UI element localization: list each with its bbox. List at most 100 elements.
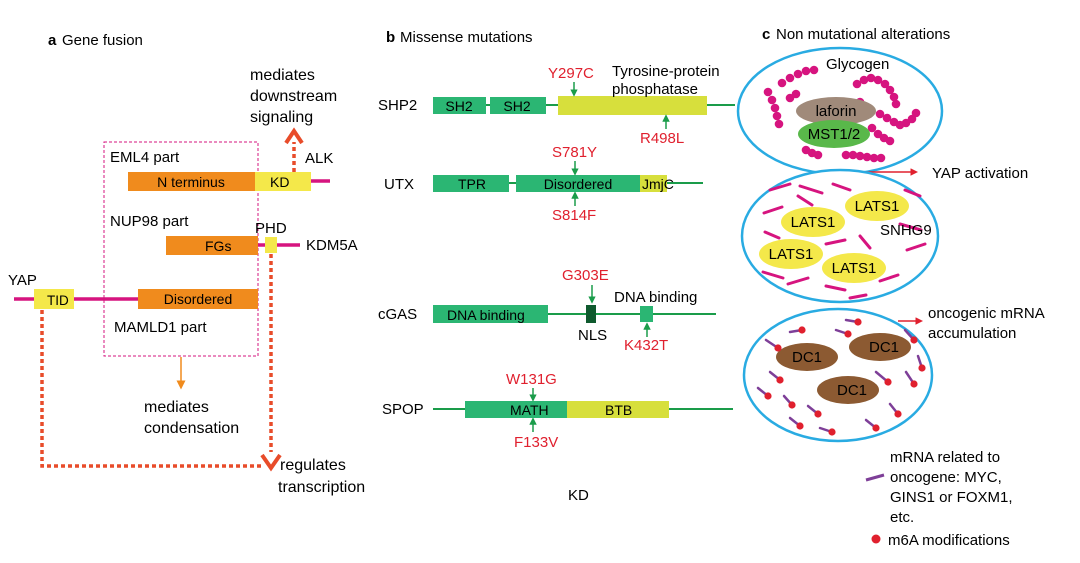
dc1-label-3: DC1 [837, 382, 867, 399]
glycogen-bead [852, 79, 862, 89]
utx-label: UTX [384, 176, 414, 193]
glycogen-bead [891, 99, 901, 109]
cgas-mut-bottom: K432T [624, 337, 668, 354]
legend-m6a-swatch [871, 534, 881, 544]
legend-mrna-line1: mRNA related to [890, 449, 1000, 466]
glycogen-bead [774, 119, 784, 129]
disordered-box-a [138, 289, 258, 309]
m6a-dot [884, 378, 892, 386]
snhg9-strand [903, 188, 922, 198]
utx-disordered-box [516, 175, 640, 192]
shp2-mut-bottom: R498L [640, 130, 684, 147]
mamld1-label: MAMLD1 part [114, 319, 207, 336]
glycogen-label: Glycogen [826, 56, 889, 73]
snhg9-strand [762, 205, 784, 215]
oncogenic-line2: accumulation [928, 325, 1016, 342]
glycogen-bead [793, 69, 803, 79]
mst-ellipse [798, 120, 870, 148]
shp2-ptp-line1: Tyrosine-protein [612, 63, 720, 80]
cgas-mut-top: G303E [562, 267, 609, 284]
lats-ellipse-3 [759, 239, 823, 269]
utx-disordered-label: Disordered [544, 176, 612, 192]
glycogen-bead [841, 150, 851, 160]
spop-mut-top: W131G [506, 371, 557, 388]
glycogen-bead [859, 75, 869, 85]
m6a-dot [764, 392, 772, 400]
spop-math-box [465, 401, 567, 418]
snhg9-label: SNHG9 [880, 222, 932, 239]
shp2-ptp-line2: phosphatase [612, 81, 698, 98]
shp2-sh2-label-2: SH2 [503, 98, 530, 114]
glycogen-bead [866, 73, 876, 83]
cgas-dna-binding-box [433, 305, 548, 323]
legend-mrna-line2: oncogene: MYC, [890, 469, 1002, 486]
cgas-dna-binding-right-label: DNA binding [614, 289, 697, 306]
snhg9-strand [848, 293, 868, 300]
kd-box [255, 172, 311, 191]
cgas-label: cGAS [378, 306, 417, 323]
disordered-label-a: Disordered [164, 291, 232, 307]
fgs-box [166, 236, 258, 255]
snhg9-strand [824, 238, 847, 246]
cgas-nls-label: NLS [578, 327, 607, 344]
glycogen-bead [889, 92, 899, 102]
snhg9-strand [786, 276, 810, 286]
panel-b-title: Missense mutations [400, 29, 533, 46]
panel-b: b Missense mutations SHP2 SH2 SH2 Tyrosi… [378, 29, 735, 504]
utx-jmjc-label: JmjC [642, 176, 674, 192]
laforin-ellipse [796, 97, 876, 125]
glycogen-beads [763, 65, 921, 163]
panel-b-letter: b [386, 29, 395, 46]
dc1-label-1: DC1 [792, 349, 822, 366]
glycogen-bead [882, 113, 892, 123]
m6a-dot [910, 336, 918, 344]
glycogen-bead [763, 87, 773, 97]
regulates-line2: transcription [278, 479, 365, 496]
lats-ellipse-1 [845, 191, 909, 221]
snhg9-strand [798, 184, 824, 195]
eml4-label: EML4 part [110, 149, 180, 166]
utx-tpr-label: TPR [458, 176, 486, 192]
panel-a: a Gene fusion EML4 part N terminus KD AL… [8, 32, 365, 496]
m6a-dot [854, 318, 862, 326]
glycogen-bead [875, 109, 885, 119]
glycogen-bead [911, 108, 921, 118]
condensation-line1: mediates [144, 399, 209, 416]
yap-label: YAP [8, 272, 37, 289]
shp2-sh2-box-1 [433, 97, 486, 114]
glycogen-bead [867, 123, 877, 133]
snhg9-strands [761, 182, 927, 300]
glycogen-bead [785, 73, 795, 83]
utx-jmjc-box [640, 175, 667, 192]
shp2-label: SHP2 [378, 97, 417, 114]
glycogen-bead [885, 85, 895, 95]
m6a-dot [776, 376, 784, 384]
mst-label: MST1/2 [808, 126, 861, 143]
m6a-dot [798, 326, 806, 334]
snhg9-strand [763, 230, 781, 240]
snhg9-strand [858, 234, 872, 250]
snhg9-strand [768, 182, 792, 192]
panel-c-title: Non mutational alterations [776, 26, 950, 43]
downstream-line3: signaling [250, 109, 313, 126]
alk-up-arrow-head [284, 127, 304, 145]
m6a-dot [796, 422, 804, 430]
snhg9-strand [905, 242, 927, 252]
snhg9-strand [824, 284, 847, 292]
utx-mut-top: S781Y [552, 144, 597, 161]
glycogen-bead [813, 150, 823, 160]
phd-label: PHD [255, 220, 287, 237]
panel-a-letter: a [48, 32, 57, 49]
tid-box [34, 289, 74, 309]
transcription-arrow-head [260, 453, 282, 472]
m6a-dot [788, 401, 796, 409]
panel-a-title: Gene fusion [62, 32, 143, 49]
dc1-ellipse-1 [776, 343, 838, 371]
spop-btb-box [567, 401, 669, 418]
condensation-line2: condensation [144, 420, 239, 437]
m6a-dot [814, 410, 822, 418]
kdm5a-label: KDM5A [306, 237, 358, 254]
yap-activation-label: YAP activation [932, 165, 1028, 182]
alk-label: ALK [305, 150, 333, 167]
m6a-dot [774, 344, 782, 352]
